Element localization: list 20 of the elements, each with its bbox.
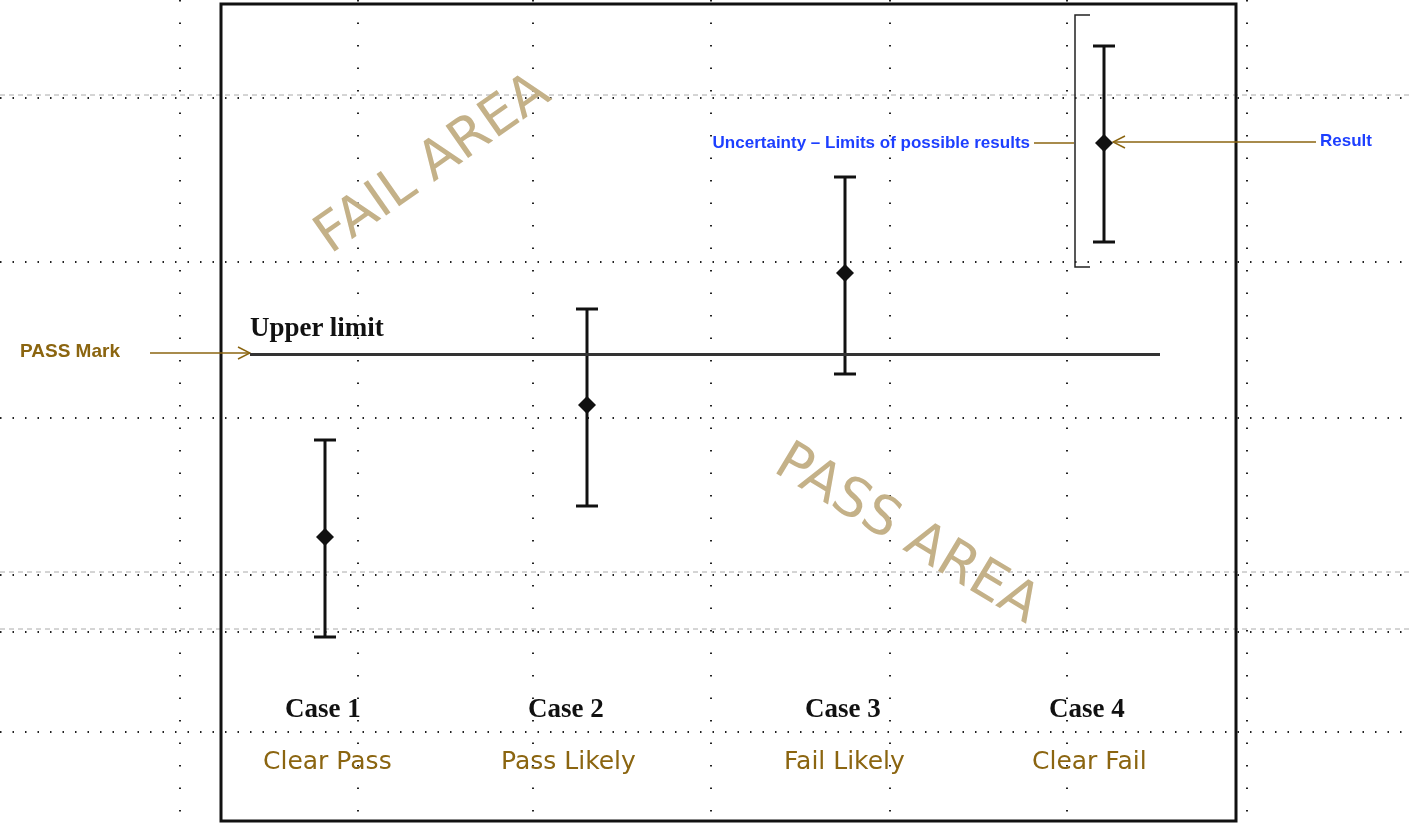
callout-text: Uncertainty – Limits of possible results bbox=[712, 133, 1030, 153]
outcome-label: Clear Pass bbox=[263, 746, 392, 775]
outcome-label: Fail Likely bbox=[784, 746, 905, 775]
case-label: Case 4 bbox=[1049, 693, 1125, 724]
bracket bbox=[1074, 14, 1090, 268]
outcome-label: Pass Likely bbox=[501, 746, 636, 775]
callout-text: Result bbox=[1320, 131, 1372, 151]
limit-label: Upper limit bbox=[250, 312, 384, 343]
case-label: Case 1 bbox=[285, 693, 361, 724]
arrow bbox=[1112, 135, 1317, 149]
result-marker bbox=[836, 264, 854, 282]
leader-line bbox=[1033, 142, 1075, 144]
callout-text: PASS Mark bbox=[20, 340, 120, 362]
result-marker bbox=[578, 396, 596, 414]
outcome-label: Clear Fail bbox=[1032, 746, 1147, 775]
result-marker bbox=[1095, 134, 1113, 152]
case-label: Case 3 bbox=[805, 693, 881, 724]
arrow bbox=[149, 346, 251, 360]
result-marker bbox=[316, 528, 334, 546]
case-label: Case 2 bbox=[528, 693, 604, 724]
